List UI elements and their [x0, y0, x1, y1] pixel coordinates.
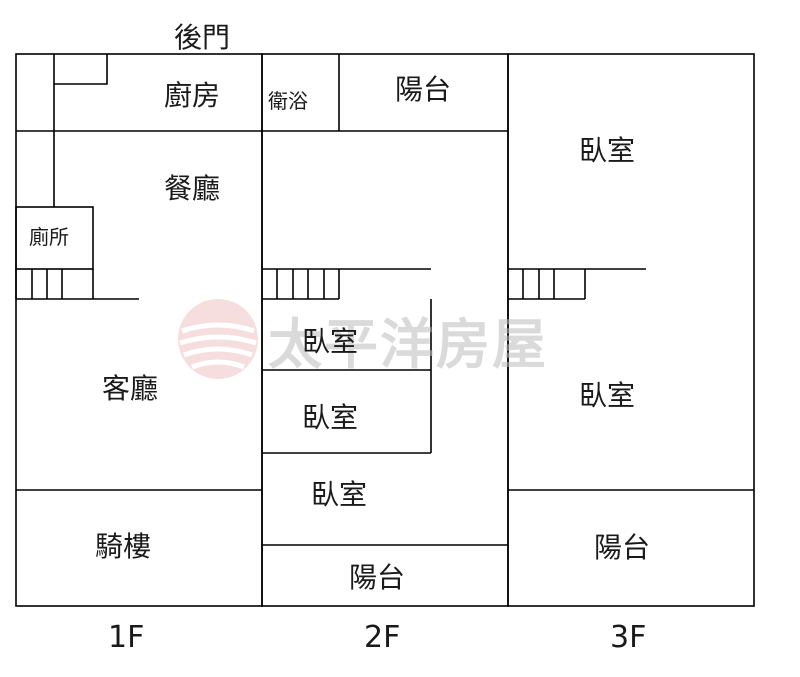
floor-3f-walls	[508, 268, 754, 491]
kitchen-label: 廚房	[164, 79, 221, 112]
bedroom-2f-a-label: 臥室	[302, 325, 359, 358]
floor-2f-walls	[262, 54, 508, 546]
watermark-logo-icon	[178, 299, 258, 379]
balcony-2f-bottom-label: 陽台	[349, 561, 406, 594]
bedroom-3f-bottom-label: 臥室	[579, 379, 636, 412]
balcony-2f-top-label: 陽台	[395, 73, 452, 106]
back-door-label: 後門	[174, 21, 231, 54]
floor-3f-outline	[507, 53, 755, 607]
floor-1f-walls	[15, 54, 262, 491]
floor-label-1f: 1F	[108, 620, 145, 655]
floor-label-3f: 3F	[610, 620, 647, 655]
living-room-label: 客廳	[102, 372, 159, 405]
watermark-text: 太平洋房屋	[268, 311, 548, 376]
floor-label-2f: 2F	[364, 620, 401, 655]
bathroom-label: 衛浴	[268, 89, 308, 113]
bedroom-2f-c-label: 臥室	[311, 478, 368, 511]
bedroom-2f-b-label: 臥室	[302, 401, 359, 434]
watermark: 太平洋房屋	[176, 297, 548, 381]
balcony-3f-label: 陽台	[594, 531, 651, 564]
arcade-label: 騎樓	[95, 530, 152, 563]
bedroom-3f-top-label: 臥室	[579, 134, 636, 167]
dining-label: 餐廳	[164, 172, 221, 205]
toilet-label: 廁所	[29, 225, 69, 249]
